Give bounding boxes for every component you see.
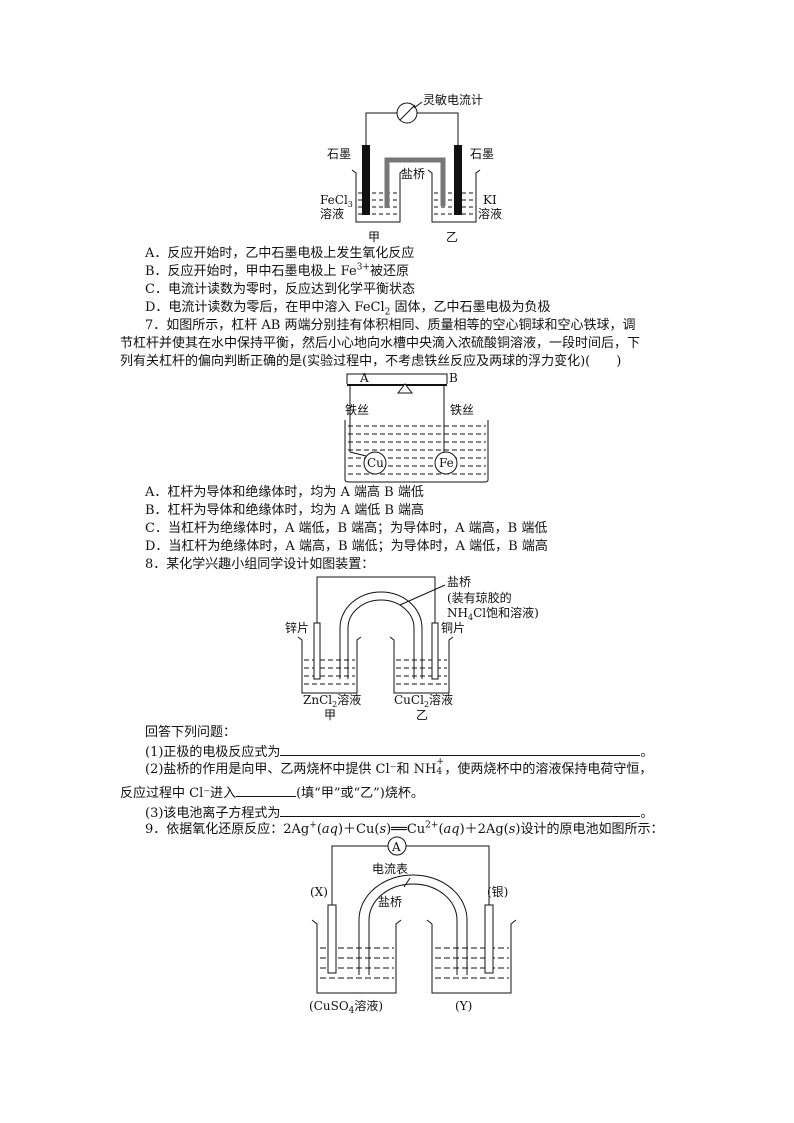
right-solution-label: 溶液 (478, 206, 502, 221)
q6-option-b: B．反应开始时，甲中石墨电极上 Fe3+被还原 (145, 262, 409, 279)
q8-part2-line2: 反应过程中 Cl⁻进入(填“甲”或“乙”)烧杯。 (120, 783, 424, 803)
q7-option-c: C．当杠杆为绝缘体时，A 端低，B 端高；为导体时，A 端高，B 端低 (145, 521, 548, 536)
cucl2-label: CuCl2溶液 (394, 692, 453, 709)
iron-ball (434, 451, 458, 475)
iron-wire-right-label: 铁丝 (450, 403, 474, 417)
beaker-left (351, 169, 405, 223)
salt-bridge-label: 盐桥 (401, 167, 425, 181)
q7-stem-line3: 列有关杠杆的偏向判断正确的是(实验过程中，不考虑铁丝反应及两球的浮力变化)( ) (120, 354, 622, 369)
q6-option-d: D．电流计读数为零后，在甲中溶入 FeCl2 固体，乙中石墨电极为负极 (145, 300, 551, 318)
beaker-jia-label-q8: 甲 (324, 708, 336, 722)
q7-stem-line1: 7．如图所示，杠杆 AB 两端分别挂有体积相同、质量相等的空心铜球和空心铁球，调 (145, 318, 636, 333)
q9-stem: 9．依据氧化还原反应：2Ag+(aq)＋Cu(s)══Cu2+(aq)＋2Ag(… (145, 820, 664, 837)
ammeter-label: 电流表 (372, 862, 408, 876)
q7-stem-line2: 节杠杆并使其在水中保持平衡，然后小心地向水槽中央滴入浓硫酸铜溶液，一段时间后，下 (120, 336, 641, 351)
fe-ball-label: Fe (439, 456, 454, 470)
lever-end-b: B (449, 371, 458, 385)
cu-ball-label: Cu (367, 456, 384, 470)
iron-wire-left-label: 铁丝 (345, 403, 369, 417)
circuit-wire (365, 112, 459, 145)
salt-bridge-label-q8: 盐桥 (447, 575, 471, 589)
ki-label: KI (483, 193, 497, 207)
salt-bridge-note-1: (装有琼胶的 (447, 590, 512, 605)
beaker-yi-label: 乙 (446, 230, 458, 244)
beaker-yi-label-q8: 乙 (416, 708, 428, 722)
lever-end-a: A (359, 371, 369, 385)
q8-part3: (3)该电池离子方程式为。 (145, 803, 653, 823)
graphite-electrode-right (454, 145, 462, 215)
galvanometer-label: 灵敏电流计 (423, 92, 483, 107)
answer-blank-1[interactable] (280, 742, 641, 756)
answer-blank-3[interactable] (280, 803, 641, 817)
graphite-left-label: 石墨 (327, 147, 351, 161)
q7-option-d: D．当杠杆为绝缘体时，A 端高，B 端低；为导体时，A 端低，B 端高 (145, 539, 548, 554)
ammeter-symbol: A (391, 840, 401, 854)
q8-part2-line1: (2)盐桥的作用是向甲、乙两烧杯中提供 Cl⁻和 NH+4 ，使两烧杯中的溶液保… (145, 757, 653, 777)
figure-lever (344, 373, 489, 483)
beaker-right (427, 169, 481, 223)
cuso4-label: (CuSO4溶液) (309, 998, 383, 1016)
copper-ball (363, 451, 387, 475)
q8-part1: (1)正极的电极反应式为。 (145, 742, 653, 762)
left-solution-label: 溶液 (320, 206, 344, 221)
q6-option-c: C．电流计读数为零时，反应达到化学平衡状态 (145, 282, 415, 297)
ammeter-icon (387, 836, 407, 856)
silver-electrode-label: (银) (487, 885, 508, 899)
fecl3-label: FeCl3 (320, 193, 353, 209)
electrode-x-label: (X) (310, 885, 328, 899)
zinc-label: 锌片 (285, 621, 309, 635)
salt-bridge (384, 157, 446, 208)
answer-blank-2[interactable] (236, 783, 297, 797)
figure-ag-cu-cell (311, 836, 517, 994)
q6-option-a: A．反应开始时，乙中石墨电极上发生氧化反应 (145, 246, 415, 261)
q8-answer-intro: 回答下列问题： (145, 725, 237, 740)
graphite-electrode-left (362, 145, 370, 215)
fulcrum-icon (396, 383, 414, 394)
zncl2-label: ZnCl2溶液 (303, 692, 361, 709)
solution-y-label: (Y) (455, 999, 472, 1013)
beaker-jia-label: 甲 (368, 230, 380, 244)
salt-bridge-label-q9: 盐桥 (378, 895, 402, 909)
q7-option-b: B．杠杆为导体和绝缘体时，均为 A 端低 B 端高 (145, 503, 425, 518)
figure-zn-cu-cell (297, 576, 454, 694)
galvanometer-icon (396, 102, 418, 124)
q8-intro: 8．某化学兴趣小组同学设计如图装置： (145, 557, 375, 572)
salt-bridge-note-2: NH4Cl饱和溶液) (447, 605, 539, 622)
graphite-right-label: 石墨 (470, 147, 494, 161)
copper-label: 铜片 (441, 620, 465, 635)
q7-option-a: A．杠杆为导体和绝缘体时，均为 A 端高 B 端低 (145, 485, 424, 500)
